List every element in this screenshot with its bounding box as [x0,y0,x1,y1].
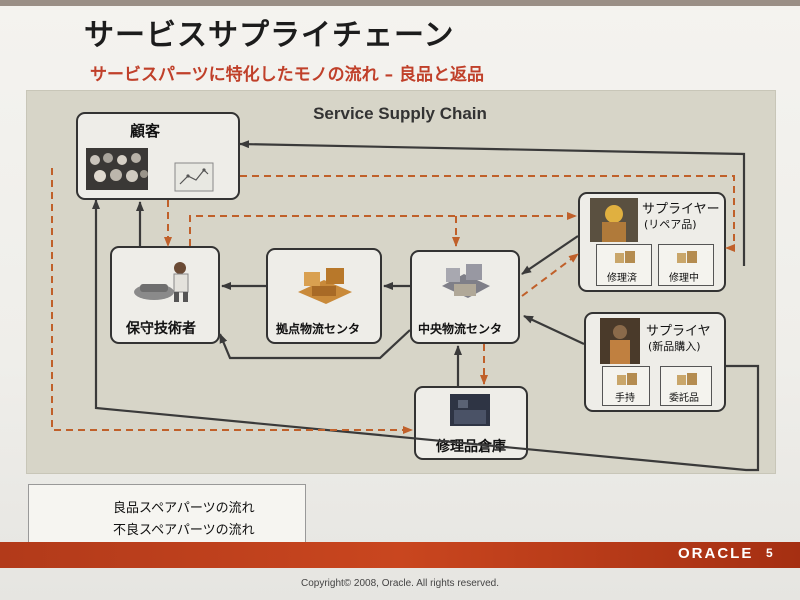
defect-arrow-customer-to-supplier [240,175,735,252]
defective-flow-arrows [51,168,735,434]
supplier-repair-sublabel: (リペア品) [644,218,697,231]
in-repair-parts-icon [677,251,697,263]
legend-good-label: 良品スペアパーツの流れ [113,501,255,516]
good-flow-arrows [92,140,760,472]
defect-arrow-customer-to-warehouse [51,168,413,434]
repair-warehouse-photo-icon [450,394,490,426]
in-stock-item-box: 手持 [602,366,650,406]
legend-box: 良品スペアパーツの流れ 不良スペアパーツの流れ [28,484,306,546]
in-stock-item-label: 手持 [615,393,635,404]
supplier-new-photo-icon [600,318,640,364]
crowd-photo-icon [86,148,148,190]
in-repair-item-label: 修理中 [669,273,699,284]
local-center-node: 拠点物流センタ [266,248,382,344]
central-center-label: 中央物流センタ [418,322,503,336]
technician-car-icon [134,262,189,302]
bottom-bar [0,542,800,568]
technician-label: 保守技術者 [126,321,196,337]
top-bar [0,0,800,6]
supplier-new-label: サプライヤ [646,324,711,339]
central-warehouse-icon [442,264,490,298]
supplier-new-node: サプライヤ (新品購入) 手持 委託品 [584,312,726,412]
slide-subtitle: サービスパーツに特化したモノの流れ – 良品と返品 [90,65,484,85]
diagram-title: Service Supply Chain [313,104,487,123]
network-chart-icon [174,162,214,192]
supplier-repair-label: サプライヤー [642,202,720,217]
defect-arrow-central-to-supplier [521,253,579,297]
copyright-text: Copyright© 2008, Oracle. All rights rese… [300,578,499,589]
in-repair-item-box: 修理中 [658,244,714,286]
technician-node: 保守技術者 [110,246,220,344]
oracle-logo: ORACLE [678,545,754,562]
defect-arrow-tech-to-supplier [189,212,577,246]
local-warehouse-icon [298,268,352,304]
consignment-item-box: 委託品 [660,366,712,406]
good-arrow-supplier-new-to-central [523,315,585,345]
repaired-item-label: 修理済 [607,273,637,284]
supplier-new-sublabel: (新品購入) [648,340,701,353]
local-center-label: 拠点物流センタ [276,322,361,336]
good-arrow-central-to-tech [218,329,411,360]
consignment-parts-icon [677,373,697,385]
consignment-item-label: 委託品 [669,393,699,404]
good-arrow-supplier-repair-to-central [521,235,579,275]
good-arrow-supplier-to-customer [239,140,746,266]
page-number: 5 [766,546,773,560]
repaired-item-box: 修理済 [596,244,652,286]
repaired-parts-icon [615,251,635,263]
supplier-repair-photo-icon [590,198,638,242]
supplier-repair-node: サプライヤー (リペア品) 修理済 修理中 [578,192,726,292]
customer-node: 顧客 [76,112,240,200]
slide-title: サービスサプライチェーン [84,18,455,53]
central-center-node: 中央物流センタ [410,250,520,344]
customer-label: 顧客 [130,122,161,140]
legend-defective-label: 不良スペアパーツの流れ [113,523,255,538]
good-arrow-supplier-new-to-customer [92,199,760,472]
in-stock-parts-icon [617,373,637,385]
